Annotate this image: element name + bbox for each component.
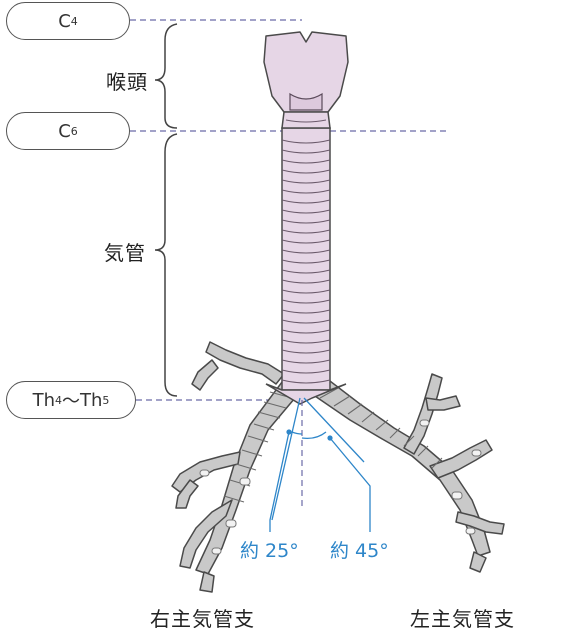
c6-label-sub: 6: [70, 124, 78, 138]
th-label-base2: Th: [80, 389, 103, 411]
c6-label-base: C: [58, 120, 71, 142]
th-label-base1: Th: [32, 389, 55, 411]
right-angle-arc: [291, 431, 303, 435]
left-main-bronchus-label: 左主気管支: [410, 607, 515, 631]
c4-label-base: C: [58, 10, 71, 32]
larynx-label: 喉頭: [106, 70, 148, 94]
trachea: [265, 127, 347, 405]
th-label-sep: 〜: [62, 391, 80, 412]
left-angle-arc: [301, 431, 327, 440]
th-label-sub2: 5: [102, 393, 110, 407]
right-main-bronchus-label: 右主気管支: [150, 607, 255, 631]
c4-label-sub: 4: [70, 14, 78, 28]
trachea-brace: [154, 133, 178, 397]
trachea-label: 気管: [104, 241, 146, 265]
right-angle-line: [271, 397, 301, 521]
left-angle-label: 約 45°: [330, 540, 389, 562]
bronchial-patches: [199, 419, 482, 555]
right-angle-label: 約 25°: [240, 540, 299, 562]
larynx-brace: [154, 23, 178, 129]
left-angle-leader: [329, 437, 371, 532]
larynx: [263, 31, 349, 129]
th-label-sub1: 4: [55, 393, 62, 407]
right-angle-leader: [269, 431, 290, 532]
right-bronchial-tree: [171, 341, 301, 593]
left-angle-line: [303, 397, 365, 463]
